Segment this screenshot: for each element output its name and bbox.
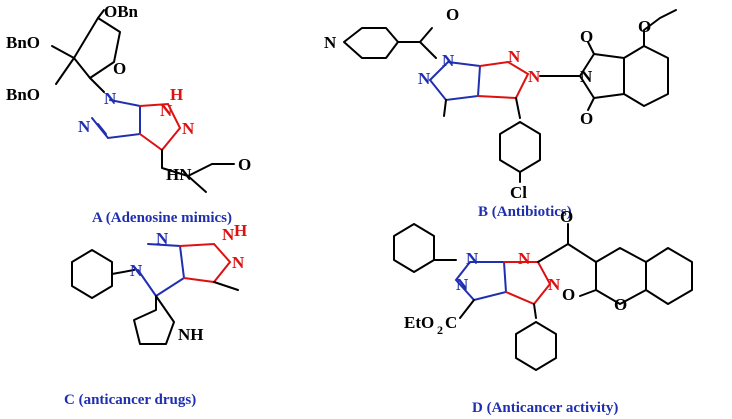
imide-carbonyls-b — [587, 41, 595, 111]
atom-label: N — [78, 117, 91, 136]
atom-label: H — [170, 85, 183, 104]
caption-d: D (Anticancer activity) — [472, 400, 618, 416]
atom-label: N — [456, 275, 469, 294]
coumarin-benzo-d — [645, 247, 693, 305]
atom-label: N — [418, 69, 431, 88]
pyrazole-ring-c — [137, 243, 186, 298]
pyrazole-ring-d — [454, 261, 508, 302]
atom-label: N — [528, 67, 541, 86]
structure-b: N O N N N N O N O O Cl B (Antibiotics) — [324, 5, 677, 220]
pyrazole-ring-b — [428, 60, 482, 102]
atom-label: N — [156, 229, 169, 248]
phenyl-ring-c — [71, 249, 113, 299]
bond-bno-1 — [51, 45, 75, 59]
ethoxy-b — [643, 9, 677, 47]
atom-label: N — [160, 101, 173, 120]
caption-a: A (Adenosine mimics) — [92, 210, 232, 226]
atom-label: EtO — [404, 313, 434, 332]
atom-label: OBn — [104, 2, 139, 21]
benzo-ring-b — [623, 45, 669, 107]
atom-label: N — [508, 47, 521, 66]
carbonyl-b — [397, 27, 437, 59]
pyridine-ring-b — [343, 27, 399, 59]
bond-bno-2 — [55, 57, 75, 85]
methyl-c — [213, 281, 239, 291]
atom-label: H — [234, 221, 247, 240]
pyrazole-ring-a2 — [139, 102, 182, 152]
pyrazole-ring-c2 — [179, 242, 232, 284]
atom-label: N — [466, 249, 479, 268]
phenyl-bond-c — [111, 269, 135, 275]
ester-bond-d — [459, 299, 475, 319]
phthalimide-b — [539, 53, 625, 99]
atom-label: NH — [178, 325, 204, 344]
atom-label: BnO — [6, 33, 40, 52]
pyrrole-ring-c — [133, 295, 175, 345]
atom-label: N — [104, 89, 117, 108]
atom-label: C — [445, 313, 457, 332]
atom-label: N — [232, 253, 245, 272]
atom-label: O — [562, 285, 575, 304]
atom-label: N — [518, 249, 531, 268]
sugar-ring-a — [73, 17, 121, 79]
atom-label: O — [580, 27, 593, 46]
atom-label: O — [614, 295, 627, 314]
atom-label: O — [238, 155, 251, 174]
atom-subscript: 2 — [437, 323, 443, 337]
atom-label: HN — [166, 165, 192, 184]
chlorophenyl-ring-b — [499, 121, 541, 173]
caption-c: C (anticancer drugs) — [64, 392, 196, 408]
atom-label: O — [446, 5, 459, 24]
bond-obn-top — [97, 9, 105, 19]
pyrazole-ring-d2 — [503, 261, 552, 306]
phenyl-bond-d2 — [533, 303, 537, 319]
atom-label: N — [130, 261, 143, 280]
phenyl-ring-d1 — [393, 223, 435, 273]
structure-c: N N N H N NH C (anticancer drugs) — [64, 221, 247, 408]
lactone-co-d — [579, 289, 597, 297]
caption-b: B (Antibiotics) — [478, 204, 572, 220]
methyl-b — [443, 99, 447, 117]
atom-label: N — [548, 275, 561, 294]
phenyl-ring-d2 — [515, 321, 557, 371]
atom-label: N — [442, 51, 455, 70]
atom-label: N — [222, 225, 235, 244]
atom-label: O — [560, 207, 573, 226]
atom-label: N — [324, 33, 337, 52]
carbonyl-d — [537, 223, 597, 263]
bond-anomeric — [89, 77, 105, 93]
pyrazole-double-a — [97, 123, 107, 135]
atom-label: O — [113, 59, 126, 78]
pyrazole-ring-b2 — [477, 60, 530, 100]
aryl-bond-b — [515, 97, 521, 119]
atom-label: BnO — [6, 85, 40, 104]
atom-label: N — [580, 67, 593, 86]
atom-label: O — [580, 109, 593, 128]
acetamide-a — [161, 149, 235, 193]
structure-a: OBn BnO O BnO N N H N N HN O A (Adenosin… — [6, 2, 251, 226]
atom-label: N — [182, 119, 195, 138]
atom-label: O — [638, 17, 651, 36]
structure-d: N N N N O O O EtO 2 C D (Anticancer acti… — [393, 207, 693, 416]
atom-label: Cl — [510, 183, 527, 202]
